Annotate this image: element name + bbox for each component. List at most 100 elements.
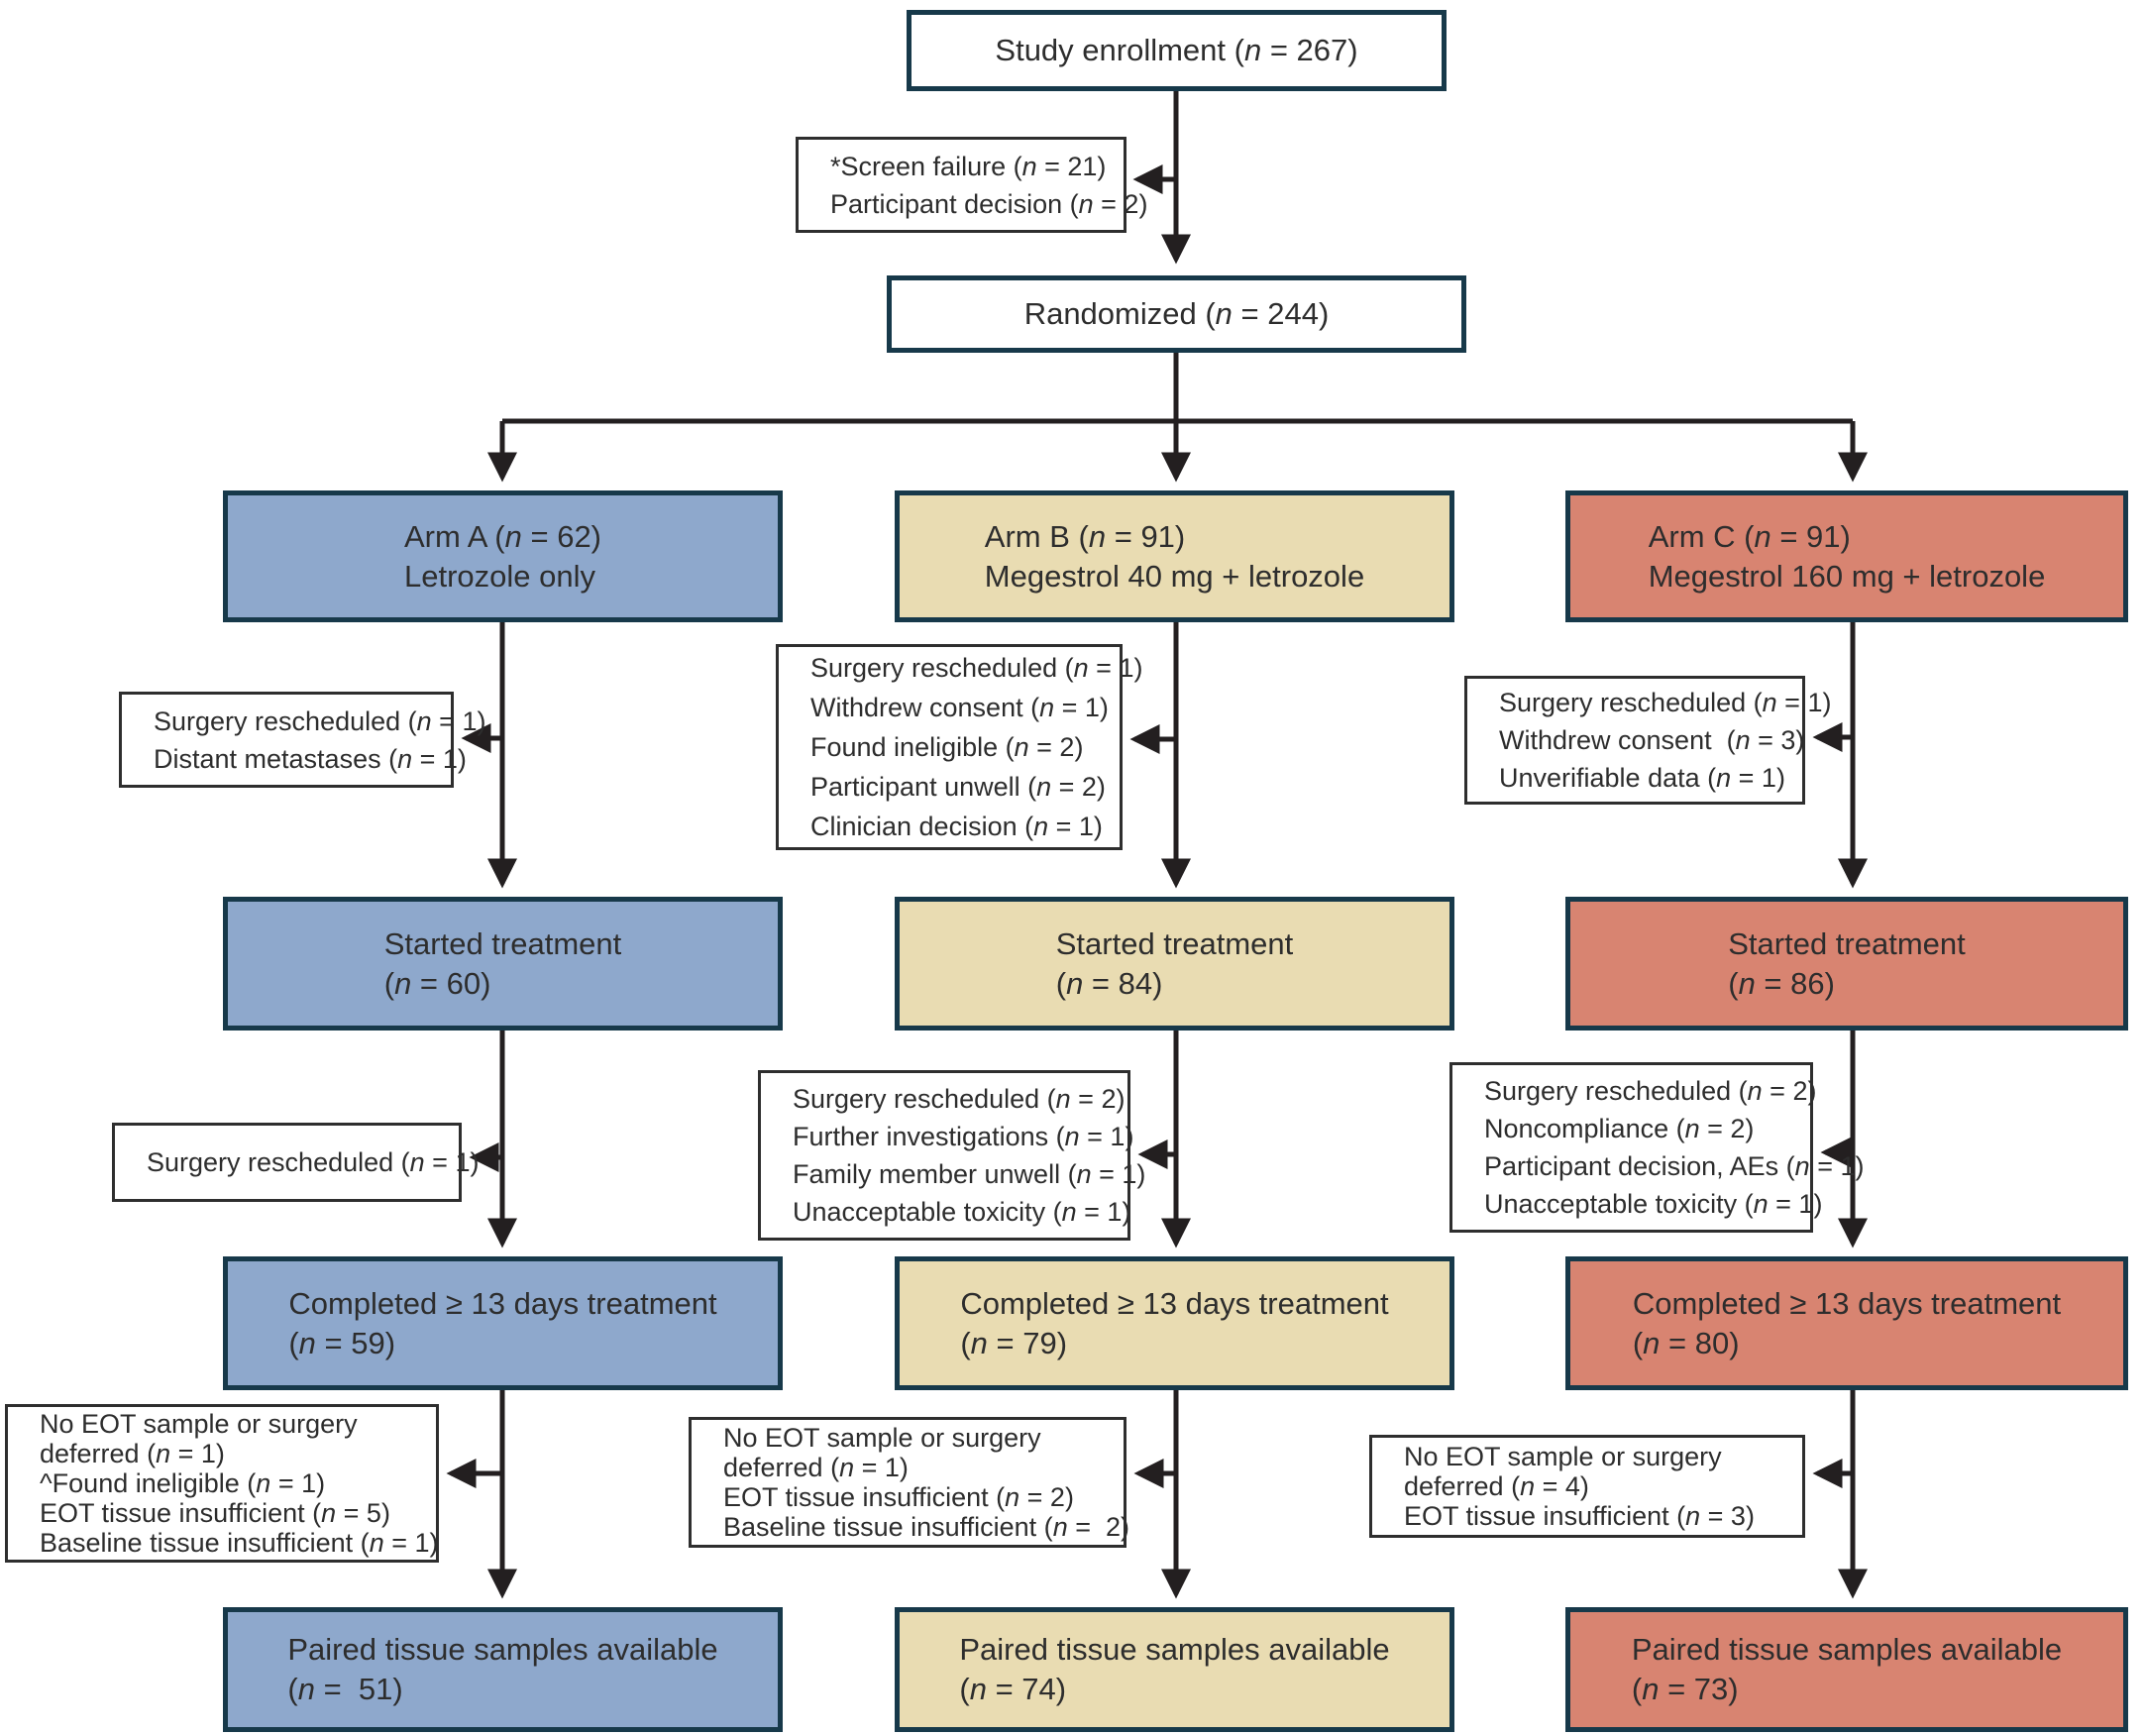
node-line: No EOT sample or surgery xyxy=(40,1409,358,1439)
node-line: (n = 86) xyxy=(1728,965,1835,1001)
node-line: Participant decision, AEs (n = 1) xyxy=(1484,1151,1865,1181)
node-line: Baseline tissue insufficient (n = 2) xyxy=(723,1512,1129,1542)
node-text: Started treatment (n = 84) xyxy=(1056,924,1294,1004)
node-line: (n = 80) xyxy=(1632,1325,1740,1360)
node-line: Surgery rescheduled (n = 1) xyxy=(810,653,1143,683)
node-text: Paired tissue samples available (n = 73) xyxy=(1632,1630,2062,1709)
node-line: Study enrollment (n = 267) xyxy=(995,33,1358,67)
node-line: Arm A (n = 62) xyxy=(403,518,602,554)
node-line: Surgery rescheduled (n = 1) xyxy=(154,705,486,736)
node-text: Arm B (n = 91) Megestrol 40 mg + letrozol… xyxy=(985,517,1364,597)
node-text: Completed ≥ 13 days treatment (n = 79) xyxy=(960,1284,1388,1363)
node-started-c: Started treatment (n = 86) xyxy=(1565,897,2128,1031)
node-line: Clinician decision (n = 1) xyxy=(810,812,1103,841)
node-line: Unverifiable data (n = 1) xyxy=(1499,763,1785,793)
node-line: Randomized (n = 244) xyxy=(1023,296,1330,331)
node-line: deferred (n = 1) xyxy=(723,1453,909,1482)
node-line: Surgery rescheduled (n = 1) xyxy=(1499,688,1832,717)
node-line: Surgery rescheduled (n = 2) xyxy=(1484,1076,1817,1106)
node-line: Withdrew consent (n = 3) xyxy=(1499,725,1805,755)
node-line: Family member unwell (n = 1) xyxy=(793,1159,1146,1189)
node-line: Paired tissue samples available xyxy=(287,1632,718,1667)
node-line: *Screen failure (n = 21) xyxy=(830,151,1107,181)
node-line: Letrozole only xyxy=(403,558,595,594)
node-line: (n = 79) xyxy=(960,1325,1068,1360)
node-line: (n = 60) xyxy=(383,965,491,1001)
node-line: deferred (n = 1) xyxy=(40,1439,225,1468)
node-text: Started treatment (n = 60) xyxy=(384,924,622,1004)
node-line: Completed ≥ 13 days treatment xyxy=(960,1285,1389,1321)
node-line: Started treatment xyxy=(1055,925,1294,961)
node-line: Surgery rescheduled (n = 2) xyxy=(793,1084,1126,1114)
node-line: Started treatment xyxy=(1728,925,1966,961)
node-line: Megestrol 40 mg + letrozole xyxy=(984,558,1365,594)
node-line: EOT tissue insufficient (n = 2) xyxy=(723,1482,1074,1512)
node-text: Arm A (n = 62) Letrozole only xyxy=(404,517,601,597)
node-line: ^Found ineligible (n = 1) xyxy=(40,1468,326,1498)
node-line: Paired tissue samples available xyxy=(959,1632,1390,1667)
node-arm-c: Arm C (n = 91) Megestrol 160 mg + letrozo… xyxy=(1565,490,2128,622)
node-line: (n = 73) xyxy=(1631,1672,1739,1706)
node-enrollment: Study enrollment (n = 267) xyxy=(907,10,1447,91)
node-line: Baseline tissue insufficient (n = 1) xyxy=(40,1528,439,1558)
node-excl-b-2: Surgery rescheduled (n = 2) Further inves… xyxy=(758,1070,1145,1241)
node-completed-b: Completed ≥ 13 days treatment (n = 79) xyxy=(895,1256,1454,1390)
node-text: Randomized (n = 244) xyxy=(1024,294,1330,334)
node-text: Paired tissue samples available (n = 74) xyxy=(959,1630,1389,1709)
node-text: Surgery rescheduled (n = 1) Withdrew cons… xyxy=(1499,684,1831,797)
node-text: Surgery rescheduled (n = 2) Noncompliance… xyxy=(1484,1072,1864,1223)
node-line: Unacceptable toxicity (n = 1) xyxy=(793,1197,1131,1227)
node-text: Surgery rescheduled (n = 1) Distant metas… xyxy=(154,703,485,778)
node-line: EOT tissue insufficient (n = 5) xyxy=(40,1498,390,1528)
node-line: Unacceptable toxicity (n = 1) xyxy=(1484,1189,1823,1219)
node-text: Arm C (n = 91) Megestrol 160 mg + letrozo… xyxy=(1649,517,2046,597)
node-line: Arm B (n = 91) xyxy=(984,518,1186,554)
node-text: Paired tissue samples available (n = 51) xyxy=(287,1630,717,1709)
node-excl-c-1: Surgery rescheduled (n = 1) Withdrew cons… xyxy=(1464,676,1831,805)
node-line: Found ineligible (n = 2) xyxy=(810,732,1084,762)
node-line: Further investigations (n = 1) xyxy=(793,1122,1134,1151)
node-started-a: Started treatment (n = 60) xyxy=(223,897,783,1031)
node-paired-c: Paired tissue samples available (n = 73) xyxy=(1565,1607,2128,1732)
node-line: Participant unwell (n = 2) xyxy=(810,772,1106,802)
node-line: (n = 59) xyxy=(288,1325,396,1360)
node-line: (n = 74) xyxy=(959,1672,1067,1706)
node-text: Completed ≥ 13 days treatment (n = 80) xyxy=(1633,1284,2061,1363)
node-line: Megestrol 160 mg + letrozole xyxy=(1648,558,2046,594)
node-excl-c-2: Surgery rescheduled (n = 2) Noncompliance… xyxy=(1449,1062,1864,1233)
node-line: Completed ≥ 13 days treatment xyxy=(1632,1285,2062,1321)
node-line: Noncompliance (n = 2) xyxy=(1484,1114,1755,1143)
node-text: Completed ≥ 13 days treatment (n = 59) xyxy=(288,1284,716,1363)
node-text: Surgery rescheduled (n = 1) Withdrew cons… xyxy=(810,648,1142,846)
node-randomized: Randomized (n = 244) xyxy=(887,275,1466,353)
node-line: Participant decision (n = 2) xyxy=(830,188,1148,219)
node-text: Surgery rescheduled (n = 1) xyxy=(147,1143,479,1181)
node-line: EOT tissue insufficient (n = 3) xyxy=(1404,1501,1755,1531)
node-completed-a: Completed ≥ 13 days treatment (n = 59) xyxy=(223,1256,783,1390)
node-line: Arm C (n = 91) xyxy=(1648,518,1851,554)
node-excl-a-2: Surgery rescheduled (n = 1) xyxy=(112,1123,479,1202)
node-line: Completed ≥ 13 days treatment xyxy=(288,1285,717,1321)
node-text: Study enrollment (n = 267) xyxy=(995,31,1357,70)
node-screen-failure: *Screen failure (n = 21) Participant deci… xyxy=(796,137,1147,233)
node-line: (n = 84) xyxy=(1055,965,1163,1001)
node-text: Surgery rescheduled (n = 2) Further inves… xyxy=(793,1080,1145,1231)
node-line: Withdrew consent (n = 1) xyxy=(810,693,1109,722)
node-paired-b: Paired tissue samples available (n = 74) xyxy=(895,1607,1454,1732)
node-line: Paired tissue samples available xyxy=(1631,1632,2063,1667)
node-line: Started treatment xyxy=(383,925,622,961)
node-line: No EOT sample or surgery xyxy=(1404,1442,1722,1471)
node-text: Started treatment (n = 86) xyxy=(1728,924,1966,1004)
node-line: Distant metastases (n = 1) xyxy=(154,743,467,774)
node-line: Surgery rescheduled (n = 1) xyxy=(147,1147,480,1177)
node-line: (n = 51) xyxy=(287,1672,403,1706)
node-arm-b: Arm B (n = 91) Megestrol 40 mg + letrozol… xyxy=(895,490,1454,622)
